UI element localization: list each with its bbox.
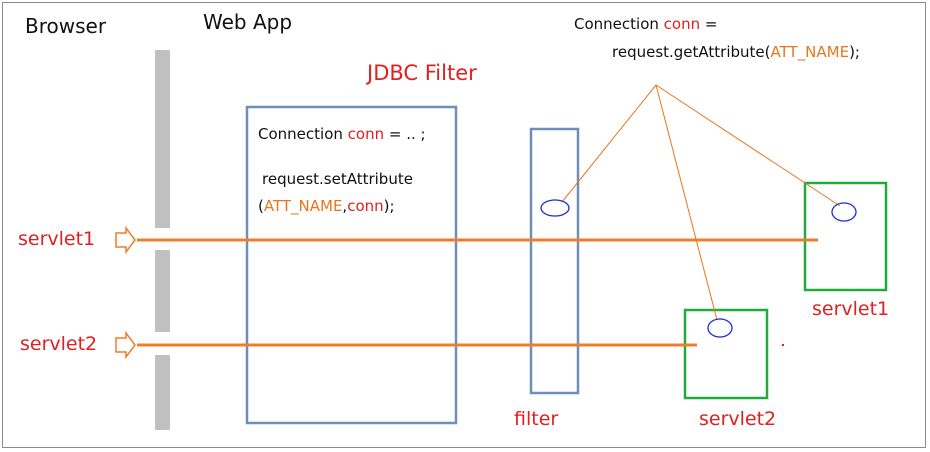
pointer-line-servlet1 — [655, 84, 841, 207]
webapp-header: Web App — [203, 10, 293, 34]
jdbc-filter-box — [245, 105, 458, 425]
filter-box — [529, 127, 580, 395]
get-attribute-line-2: request.getAttribute(ATT_NAME); — [612, 45, 860, 60]
servlet2-right-label: servlet2 — [699, 408, 777, 430]
servlet2-arrow-icon — [115, 330, 136, 360]
set-attribute-line: request.setAttribute — [262, 170, 413, 188]
browser-bar-middle — [155, 250, 170, 332]
servlet1-arrow-icon — [115, 225, 136, 255]
set-attribute-arg-name: ATT_NAME — [263, 197, 343, 215]
small-mark — [782, 344, 784, 346]
servlet1-right-label: servlet1 — [812, 298, 890, 320]
set-attribute-args-line: (ATT_NAME,conn); — [258, 199, 395, 214]
servlet1-attribute-ellipse — [831, 202, 857, 222]
connection-prefix: Connection — [258, 125, 348, 143]
browser-bar-top — [155, 50, 170, 228]
pointer-line-filter — [561, 84, 657, 203]
connection-line: Connection conn = .. ; — [258, 127, 426, 142]
set-attribute-close: ); — [383, 197, 395, 215]
servlet2-box — [683, 308, 769, 400]
servlet1-left-label: servlet1 — [18, 228, 96, 250]
get-attribute-arg: ATT_NAME — [770, 43, 850, 61]
set-attribute-sep: , — [342, 197, 348, 215]
filter-attribute-ellipse — [540, 199, 570, 217]
set-attribute-open: ( — [258, 197, 264, 215]
jdbc-filter-title: JDBC Filter — [367, 61, 477, 85]
connection-var: conn — [347, 125, 385, 143]
connection-suffix: = .. ; — [384, 125, 426, 143]
get-attribute-line-1: Connection conn = — [574, 17, 717, 32]
get-attribute-close: ); — [849, 43, 860, 61]
browser-bar-bottom — [155, 355, 170, 430]
get-attribute-line-1-suffix: = — [700, 15, 718, 33]
get-attribute-var: conn — [663, 15, 701, 33]
servlet2-attribute-ellipse — [707, 318, 733, 338]
pointer-line-servlet2 — [655, 84, 718, 321]
filter-label: filter — [514, 408, 559, 430]
get-attribute-call: request.getAttribute( — [612, 43, 771, 61]
browser-header: Browser — [25, 14, 107, 38]
set-attribute-arg-conn: conn — [347, 197, 384, 215]
servlet2-left-label: servlet2 — [20, 333, 98, 355]
servlet1-box — [803, 181, 888, 292]
get-attribute-line-1-prefix: Connection — [574, 15, 664, 33]
